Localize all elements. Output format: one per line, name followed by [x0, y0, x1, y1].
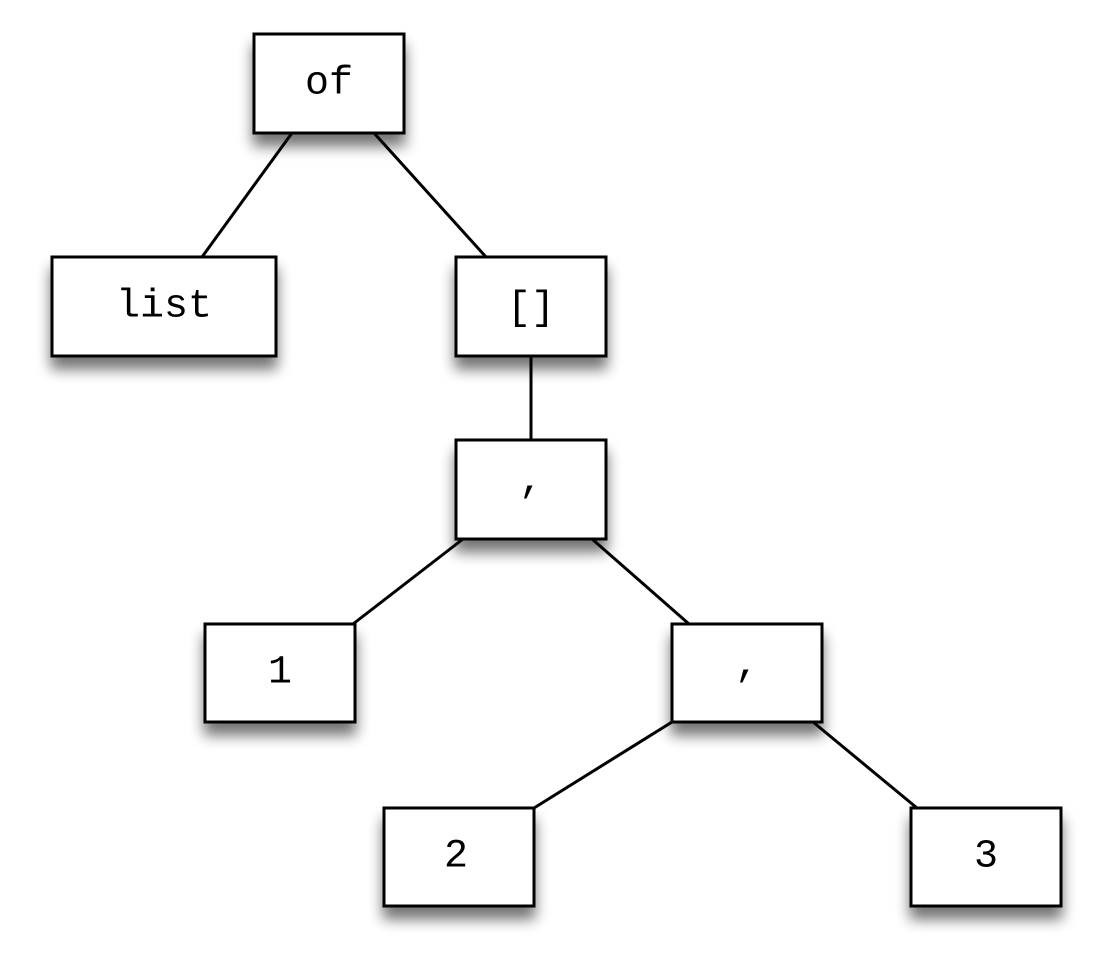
node-label: ,: [735, 644, 759, 689]
edge-comma-2-two: [533, 720, 673, 810]
nodes: of list [] , 1 , 2 3: [50, 32, 1063, 908]
tree-node-one: 1: [203, 622, 357, 724]
edges: [200, 131, 918, 810]
node-box: [252, 32, 406, 135]
edge-of-list: [200, 132, 294, 258]
node-box: [670, 622, 824, 724]
node-label: 3: [974, 835, 998, 880]
node-box: [454, 438, 608, 541]
edge-comma-1-one: [352, 537, 464, 626]
tree-node-comma-1: ,: [454, 438, 608, 541]
edge-of-brackets: [372, 131, 488, 259]
node-label: list: [116, 285, 212, 330]
tree-node-of: of: [252, 32, 406, 135]
tree-node-brackets: []: [454, 255, 608, 358]
node-box: [50, 255, 278, 358]
node-box: [382, 806, 536, 908]
tree-node-two: 2: [382, 806, 536, 908]
tree-node-list: list: [50, 255, 278, 358]
edge-comma-2-three: [812, 720, 918, 810]
edge-comma-1-comma-2: [591, 537, 690, 626]
node-box: [454, 255, 608, 358]
node-box: [909, 806, 1063, 908]
node-label: 1: [268, 651, 292, 696]
node-label: of: [305, 62, 353, 107]
node-box: [203, 622, 357, 724]
node-label: []: [507, 287, 555, 332]
tree-node-comma-2: ,: [670, 622, 824, 724]
tree-node-three: 3: [909, 806, 1063, 908]
node-label: 2: [444, 835, 468, 880]
node-label: ,: [519, 460, 543, 505]
